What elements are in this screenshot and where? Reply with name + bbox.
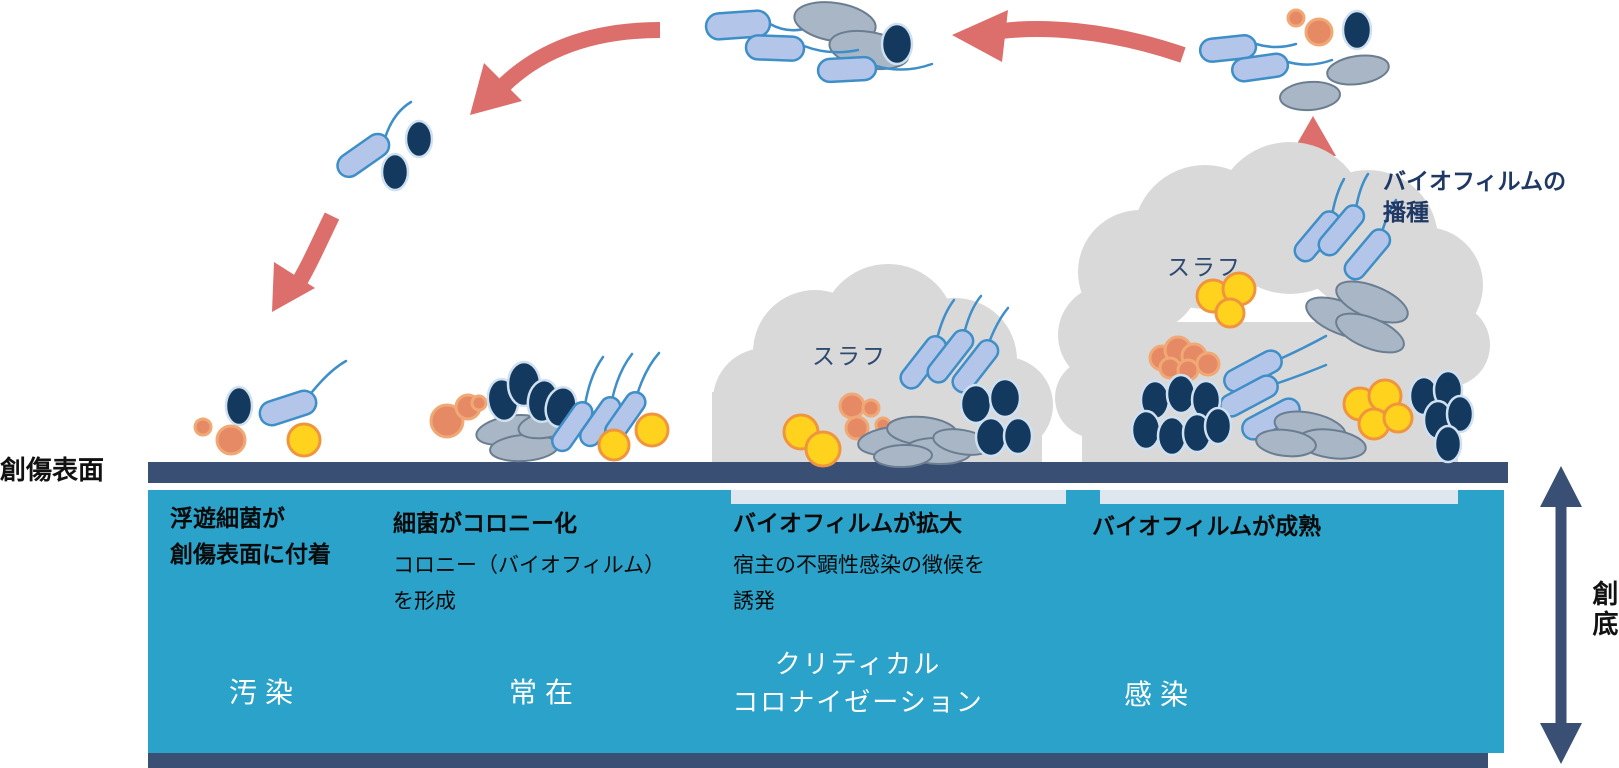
stage4-phase-label: 感染 [1123,679,1197,710]
biofilm-seeding-label: バイオフィルムの 播種 [1383,166,1613,228]
stage2-desc: コロニー（バイオフィルム） を形成 [393,548,665,620]
planktonic-bacteria-cluster [704,1,934,84]
slough-label-stage4: スラフ [1167,254,1242,280]
stage4-heading: バイオフィルムが成熟 [1092,513,1322,539]
colony-cluster [429,351,670,463]
cycle-arrow-top-icon [952,10,1186,63]
stage3-desc-line2: 誘発 [733,590,775,613]
stage2-heading: 細菌がコロニー化 [393,510,577,536]
cycle-arrow-left-icon [470,22,661,115]
wound-surface-bar [148,462,1508,483]
biofilm-seeding-line2: 播種 [1383,199,1429,225]
stage2-desc-line2: を形成 [393,590,456,613]
stage1-heading-line1: 浮遊細菌が [170,505,285,531]
stage3-desc-line1: 宿主の不顕性感染の徴候を [733,554,985,577]
stage3-phase-label: クリティカル コロナイゼーション [732,645,983,721]
wound-surface-label: 創傷表面 [0,455,105,485]
expanding-biofilm-cluster [782,294,1034,469]
wound-bed-label: 創底 [1589,580,1619,640]
cycle-arrow-down-icon [272,212,340,312]
wound-bed-depth-arrow-icon [1540,466,1582,764]
descending-bacteria-cluster [336,100,434,192]
dispersing-bacteria-cluster [1198,8,1390,112]
stage3-phase-line1: クリティカル [774,649,942,679]
wound-bed-band [148,490,1504,753]
stage1-phase-label: 汚染 [228,677,302,708]
biofilm-seeding-line1: バイオフィルムの [1383,168,1567,194]
slough-label-stage3: スラフ [812,343,887,369]
stage2-phase-label: 常在 [508,677,582,708]
stage2-desc-line1: コロニー（バイオフィルム） [393,554,666,577]
stage3-phase-line2: コロナイゼーション [732,687,984,717]
biofilm-layer-stage3 [731,490,1066,504]
biofilm-layer-stage4 [1100,490,1458,504]
stage3-heading: バイオフィルムが拡大 [733,510,963,536]
wound-bottom-bar [148,753,1488,768]
attaching-bacteria-cluster [193,359,348,458]
stage1-heading: 浮遊細菌が 創傷表面に付着 [170,500,331,572]
seeding-arrow-icon [1290,116,1336,192]
stage1-heading-line2: 創傷表面に付着 [170,541,331,567]
stage3-desc: 宿主の不顕性感染の徴候を 誘発 [733,548,985,620]
